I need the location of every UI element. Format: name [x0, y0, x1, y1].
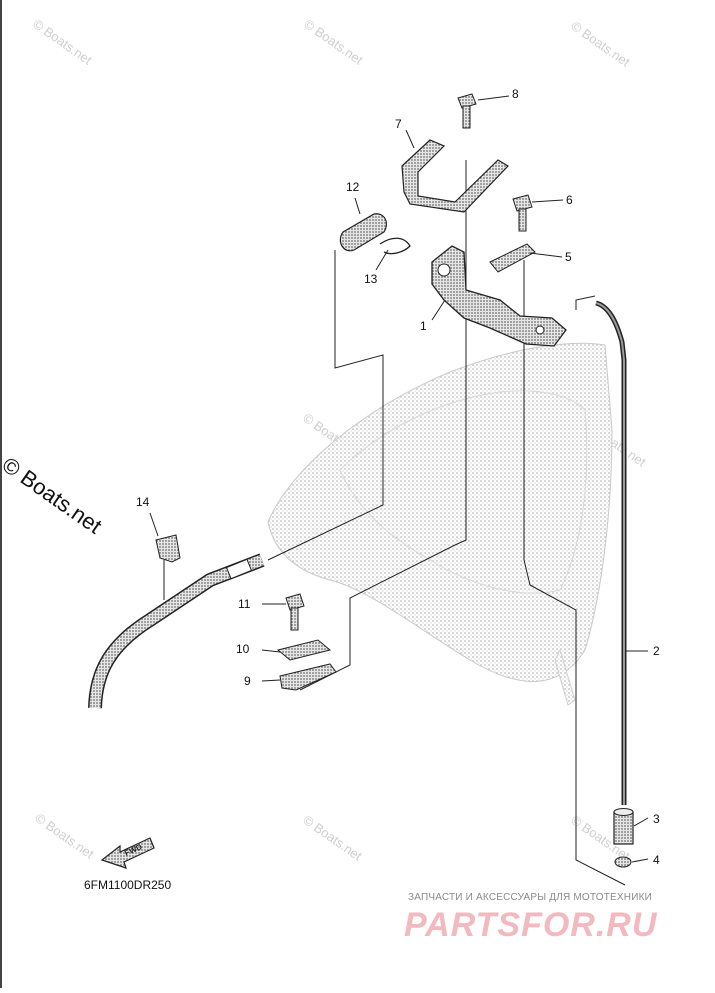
fwd-arrow-icon: FWD [100, 837, 155, 869]
clip-part-13 [379, 237, 411, 255]
collar-part-3 [613, 808, 634, 845]
bolt-part-8 [457, 93, 477, 129]
callout-3: 3 [653, 812, 660, 826]
callout-leaders [149, 95, 649, 863]
washer-part-4 [614, 856, 632, 868]
callout-1: 1 [420, 319, 427, 333]
svg-text:© Boats.net: © Boats.net [301, 16, 366, 68]
callout-4: 4 [653, 853, 660, 867]
shift-lever-assembly-part-1 [431, 245, 567, 347]
callout-13: 13 [364, 272, 378, 286]
callout-11: 11 [238, 597, 251, 611]
shop-brand-logo: PARTSFOR.RU [404, 906, 658, 944]
svg-text:© Boats.net: © Boats.net [300, 812, 365, 864]
bolt-part-6 [512, 194, 533, 232]
shop-caption: ЗАПЧАСТИ И АКСЕССУАРЫ ДЛЯ МОТОТЕХНИКИ [408, 892, 653, 903]
callout-numbers: 1 2 3 4 5 6 7 8 9 10 11 12 13 14 [136, 87, 660, 867]
svg-text:© Boats.net: © Boats.net [568, 18, 633, 70]
bracket-part-7 [401, 139, 509, 213]
callout-2: 2 [653, 644, 660, 658]
callout-8: 8 [512, 87, 519, 101]
engine-cowling-outline [267, 342, 613, 706]
callout-14: 14 [136, 495, 150, 509]
callout-12: 12 [346, 180, 360, 194]
callout-7: 7 [395, 117, 402, 131]
callout-5: 5 [565, 250, 572, 264]
leader-lines [163, 160, 626, 886]
plate-part-10 [276, 639, 332, 661]
callout-9: 9 [244, 674, 251, 688]
svg-text:© Boats.net: © Boats.net [30, 16, 95, 68]
svg-text:© Boats.net: © Boats.net [32, 810, 97, 862]
plate-part-9 [279, 663, 337, 691]
shift-rod [595, 300, 627, 805]
bracket-part-14 [155, 534, 181, 563]
grommet-part-12 [339, 213, 387, 252]
diagram-code: 6FM1100DR250 [84, 878, 172, 892]
callout-6: 6 [566, 193, 573, 207]
bolt-part-11 [285, 593, 305, 631]
callout-10: 10 [236, 642, 250, 656]
plate-part-5 [489, 243, 536, 273]
shift-cable [88, 553, 265, 709]
